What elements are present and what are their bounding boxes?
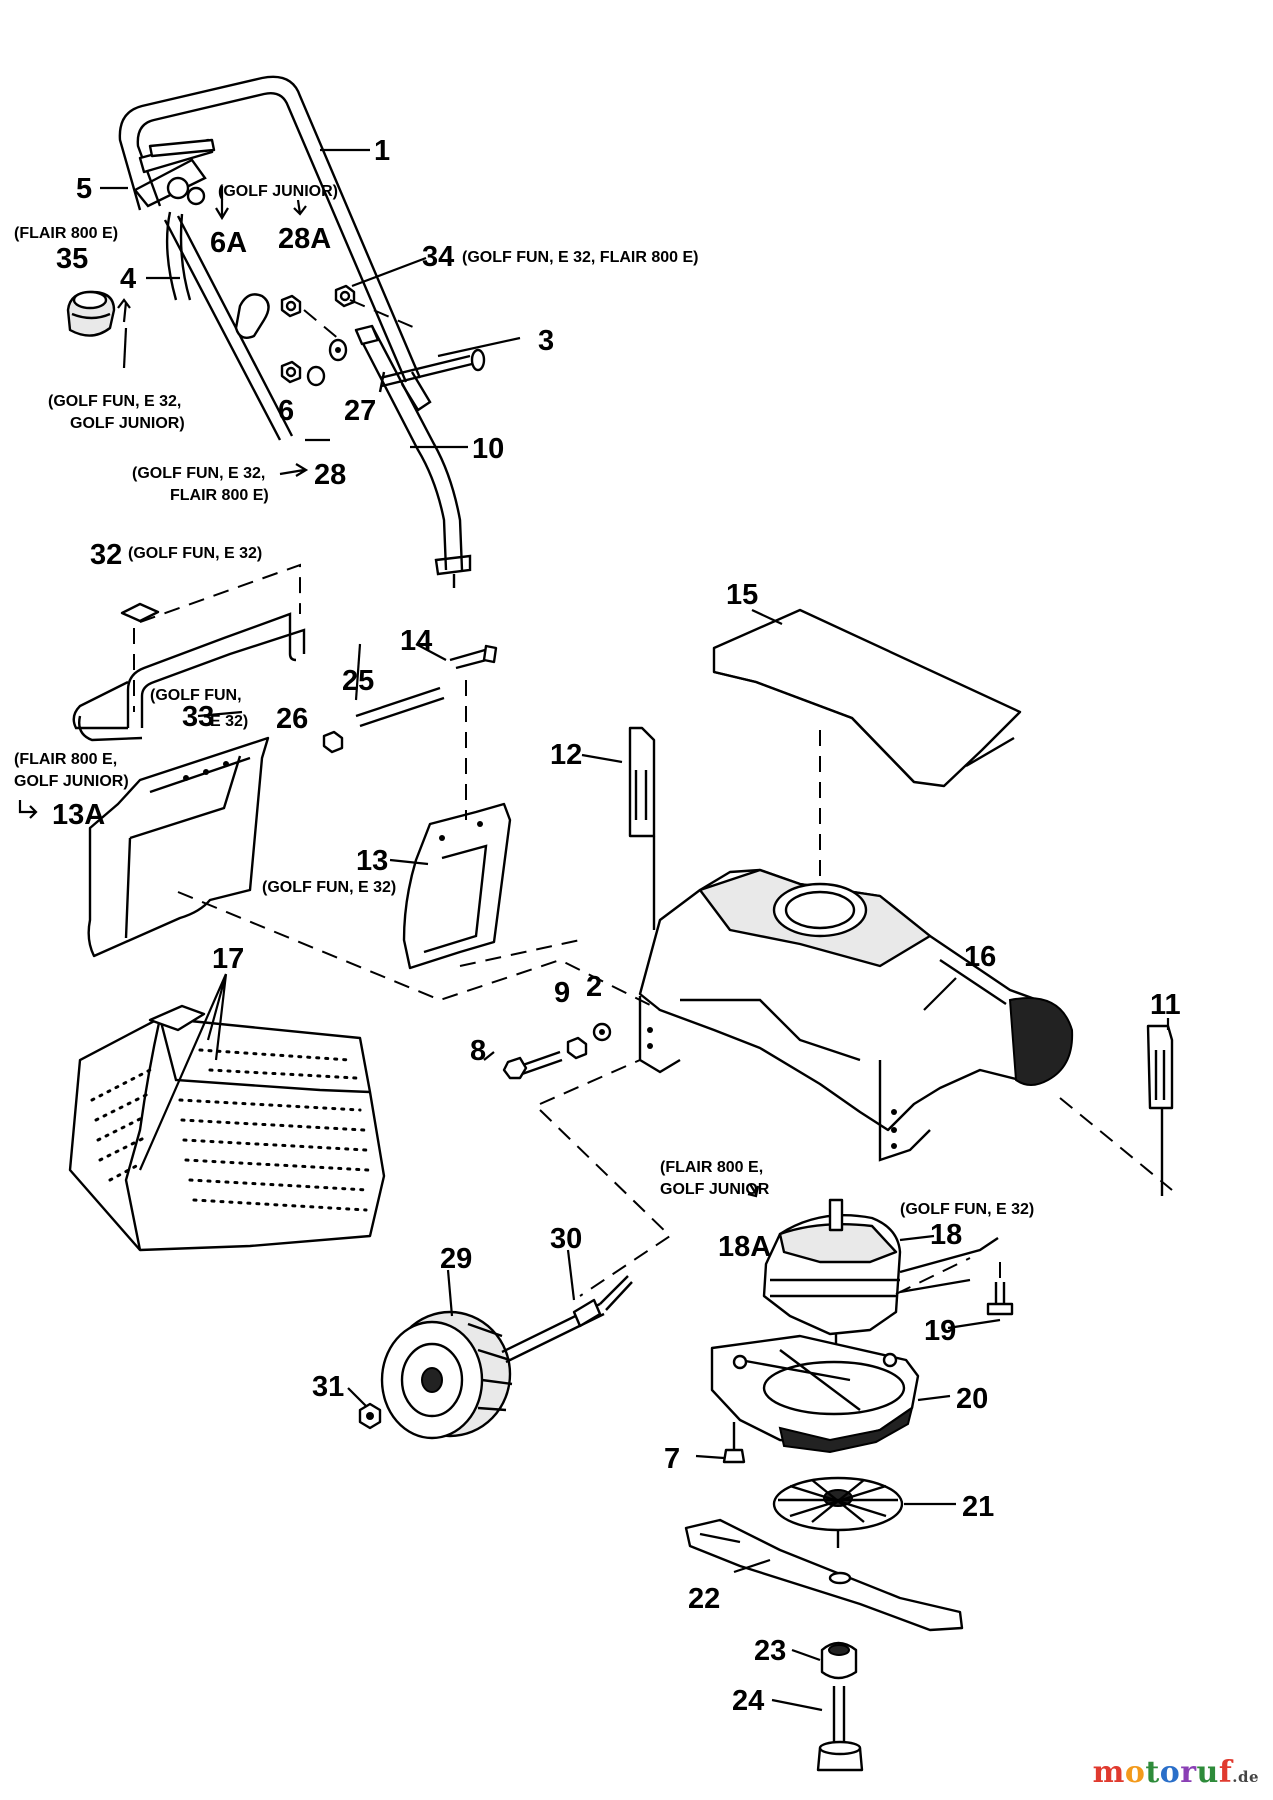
- bracket-12: [628, 726, 656, 930]
- label-12: 12: [550, 739, 582, 771]
- fan: [772, 1476, 904, 1548]
- screw-19: [986, 1262, 1014, 1316]
- label-5: 5: [76, 173, 92, 205]
- watermark-letter: m: [1092, 1755, 1125, 1790]
- label-13a: 13A: [52, 799, 105, 831]
- leader-lines: [18, 148, 1170, 1712]
- side-flap-13: [402, 802, 512, 970]
- label-35: 35: [56, 243, 88, 275]
- watermark-tld: .de: [1232, 1768, 1259, 1786]
- label-11: 11: [1150, 989, 1181, 1021]
- handle-knob: [66, 290, 116, 337]
- label-22: 22: [688, 1583, 720, 1615]
- label-17: 17: [212, 943, 244, 975]
- lower-handle: [354, 324, 472, 588]
- note-4-line1: (GOLF FUN, E 32,: [48, 393, 181, 410]
- watermark-letter: r: [1180, 1755, 1197, 1790]
- blade-bolt: [816, 1686, 864, 1772]
- note-34: (GOLF FUN, E 32, FLAIR 800 E): [462, 249, 698, 266]
- note-golf-junior: (GOLF JUNIOR): [218, 183, 338, 200]
- label-20: 20: [956, 1383, 988, 1415]
- bracket-11: [1146, 1024, 1174, 1196]
- label-6: 6: [278, 395, 294, 427]
- label-25: 25: [342, 665, 374, 697]
- watermark-logo: motoruf.de: [1093, 1755, 1259, 1790]
- label-29: 29: [440, 1243, 472, 1275]
- hub: [820, 1641, 858, 1680]
- note-32: (GOLF FUN, E 32): [128, 545, 262, 562]
- watermark-letter: t: [1145, 1755, 1160, 1790]
- top-cover: [712, 608, 1022, 890]
- watermark-letter: f: [1218, 1755, 1233, 1790]
- label-32: 32: [90, 539, 122, 571]
- label-27: 27: [344, 395, 376, 427]
- note-4-line2: GOLF JUNIOR): [70, 415, 185, 432]
- note-13a-line2: GOLF JUNIOR): [14, 773, 129, 790]
- model-notes: (GOLF JUNIOR) (FLAIR 800 E) (GOLF FUN, E…: [14, 183, 1034, 1218]
- note-28-line2: FLAIR 800 E): [170, 487, 269, 504]
- motor: [762, 1198, 999, 1383]
- label-21: 21: [962, 1491, 994, 1523]
- rod-and-bolt: [322, 644, 498, 820]
- label-24: 24: [732, 1685, 764, 1717]
- note-18a-line1: (FLAIR 800 E,: [660, 1159, 763, 1176]
- label-28a: 28A: [278, 223, 331, 255]
- label-28: 28: [314, 459, 346, 491]
- label-15: 15: [726, 579, 758, 611]
- part-labels: 1 5 4 35 6A 28A 34 3 6 27 28 10 32 33 26…: [52, 135, 1181, 1717]
- fan-housing: [710, 1334, 920, 1454]
- label-33: 33: [182, 701, 214, 733]
- note-13a-line1: (FLAIR 800 E,: [14, 751, 117, 768]
- label-2: 2: [586, 971, 602, 1003]
- label-18: 18: [930, 1219, 962, 1251]
- label-30: 30: [550, 1223, 582, 1255]
- label-3: 3: [538, 325, 554, 357]
- watermark-letter: o: [1124, 1755, 1146, 1790]
- deck-fasteners: [502, 1022, 612, 1080]
- label-34: 34: [422, 241, 454, 273]
- label-4: 4: [120, 263, 136, 295]
- grass-catcher: [68, 1004, 386, 1252]
- screw-7: [722, 1422, 746, 1464]
- note-33-line1: (GOLF FUN,: [150, 687, 242, 704]
- watermark-letters: motoruf: [1093, 1755, 1233, 1790]
- note-18a-line2: GOLF JUNIOR: [660, 1181, 770, 1198]
- watermark-letter: o: [1159, 1755, 1181, 1790]
- upper-handle: [118, 75, 432, 441]
- label-16: 16: [964, 941, 996, 973]
- assembly-lines: [177, 891, 1173, 1297]
- label-19: 19: [924, 1315, 956, 1347]
- label-7: 7: [664, 1443, 680, 1475]
- blade: [684, 1518, 964, 1632]
- note-13: (GOLF FUN, E 32): [262, 879, 396, 896]
- label-26: 26: [276, 703, 308, 735]
- note-18: (GOLF FUN, E 32): [900, 1201, 1034, 1218]
- label-1: 1: [374, 135, 390, 167]
- side-flap-13a: [87, 736, 270, 958]
- wheel-assembly: [358, 1275, 633, 1440]
- note-33-line2: E 32): [210, 713, 248, 730]
- label-6a: 6A: [210, 227, 247, 259]
- note-35: (FLAIR 800 E): [14, 225, 118, 242]
- mower-deck: [638, 868, 1074, 1162]
- note-28-line1: (GOLF FUN, E 32,: [132, 465, 265, 482]
- label-8: 8: [470, 1035, 486, 1067]
- label-14: 14: [400, 625, 432, 657]
- label-10: 10: [472, 433, 504, 465]
- catcher-frame: [72, 563, 306, 742]
- label-31: 31: [312, 1371, 344, 1403]
- label-18a: 18A: [718, 1231, 771, 1263]
- label-13: 13: [356, 845, 388, 877]
- fasteners-handle: [234, 284, 486, 393]
- label-9: 9: [554, 977, 570, 1009]
- label-23: 23: [754, 1635, 786, 1667]
- watermark-letter: u: [1196, 1755, 1219, 1790]
